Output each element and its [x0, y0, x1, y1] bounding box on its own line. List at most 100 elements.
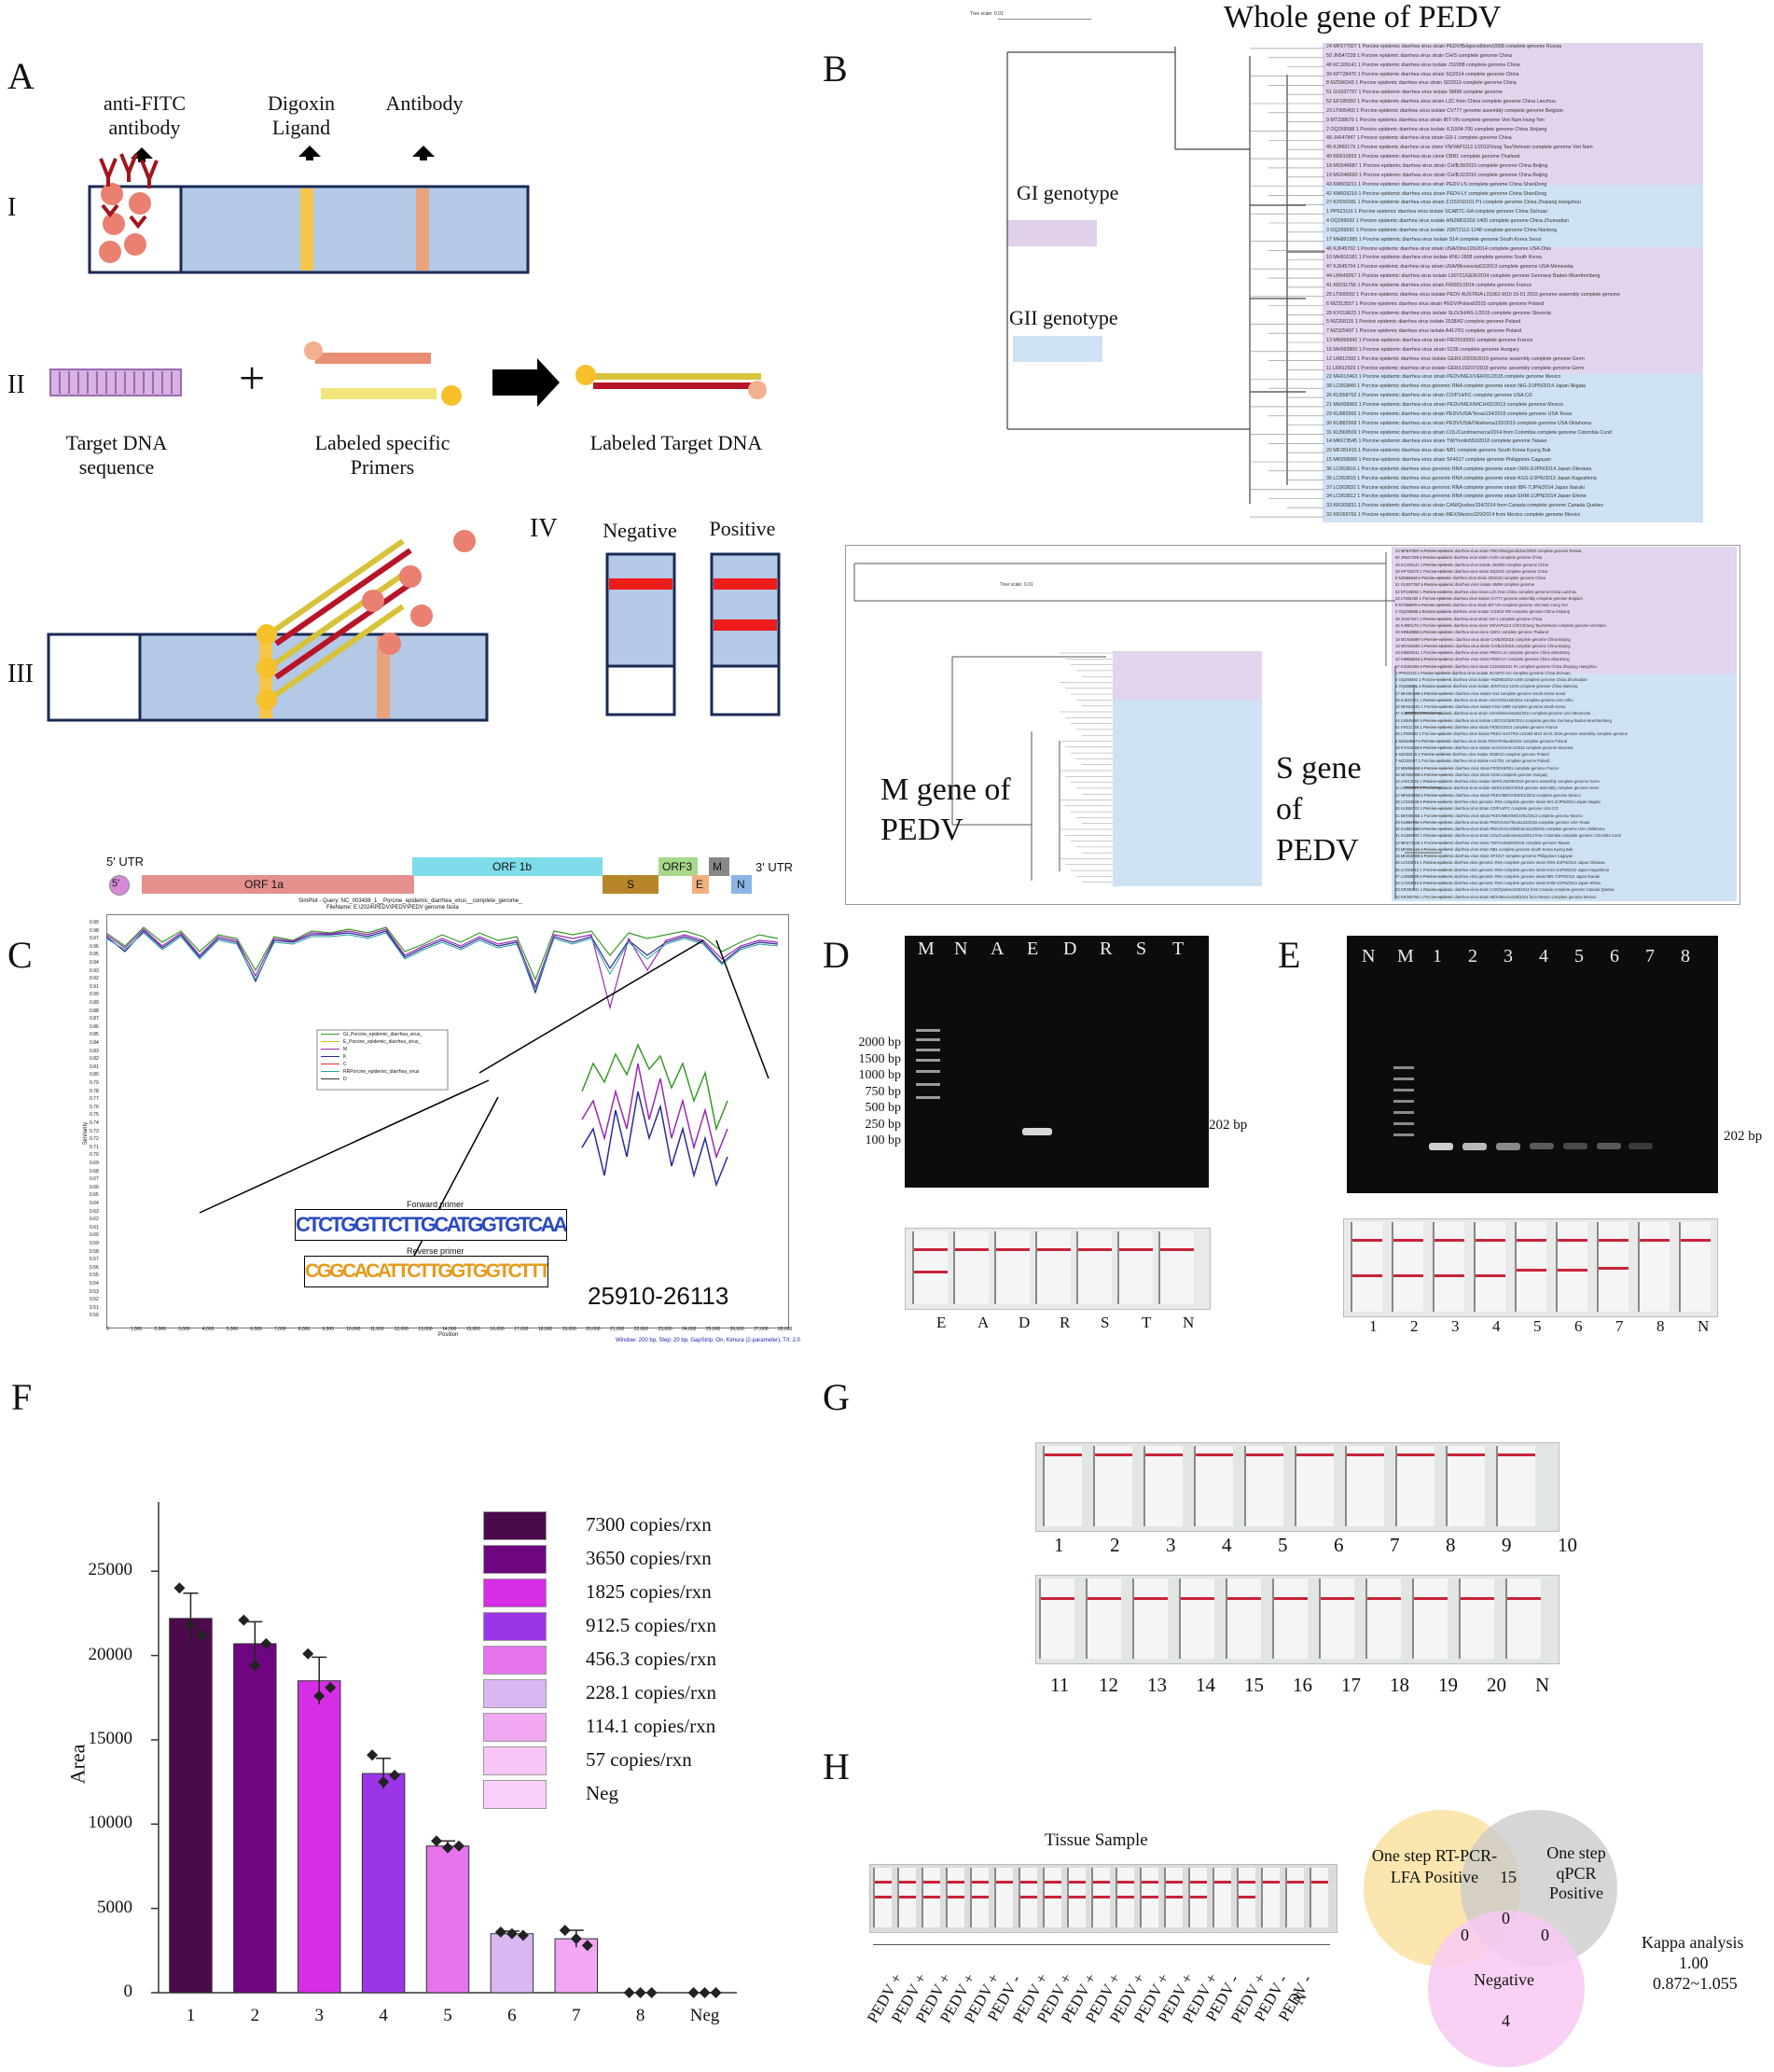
strip-label: 7 [1615, 1317, 1624, 1335]
whole-gene-gii-highlight-2 [1323, 373, 1703, 522]
simplot-y-tick: 0.65 [90, 1192, 99, 1199]
lfa-strip [994, 1231, 1030, 1304]
s-tree-leaf-label: 10 MH816181 1 Porcine epidemic diarrhea … [1395, 704, 1566, 710]
gi-genotype-label: GI genotype [1017, 181, 1119, 204]
lfa-strip [1237, 1868, 1255, 1927]
lfa-strip-band [1088, 1597, 1121, 1600]
bar-y-tick-label: 25000 [88, 1560, 133, 1580]
s-tree-leaf-label: 5 MZ268115 1 Porcine epidemic diarrhea v… [1395, 752, 1549, 758]
lfa-strip [897, 1868, 916, 1927]
lfa-strip [1345, 1446, 1384, 1526]
strip-label: 10 [1558, 1534, 1577, 1556]
simplot-x-tick: 14,000 [442, 1327, 457, 1332]
lfa-strip-band [1093, 1881, 1110, 1884]
gel-e-lane-label: 8 [1681, 946, 1690, 966]
gel-d-marker-label: 1000 bp [858, 1068, 902, 1082]
strip-label: 16 [1293, 1674, 1312, 1696]
lfa-strip-band [1166, 1896, 1183, 1898]
s-tree-leaf-label: 27 KX550281 1 Porcine epidemic diarrhea … [1395, 663, 1597, 669]
data-point-marker [699, 1987, 711, 1998]
m-gi-highlight [1113, 651, 1262, 700]
lfa-strip [1474, 1222, 1505, 1312]
lfa-strip-band [1045, 1453, 1082, 1456]
s-gene-label: S gene of PEDV [1276, 751, 1362, 869]
s-tree-leaf-label: 32 KR265766 1 Porcine epidemic diarrhea … [1395, 894, 1597, 899]
row-iii-label: III [7, 660, 34, 688]
simplot-y-tick: 0.62 [90, 1217, 99, 1223]
lfa-strip [1158, 1231, 1194, 1304]
gel-d-lane-label: N [954, 939, 968, 959]
genome-5prime-cap [109, 875, 130, 896]
simplot-x-tick: 4,000 [201, 1327, 215, 1332]
simplot-legend [316, 1029, 449, 1091]
tree-leaf-label: 50 JN547228 1 Porcine epidemic diarrhea … [1326, 52, 1513, 59]
simplot-y-tick: 0.64 [90, 1201, 99, 1206]
simplot-y-tick: 0.79 [90, 1080, 99, 1086]
tree-scale-label-2: Tree scale: 0.01 [1000, 582, 1033, 588]
strip-label: 6 [1334, 1534, 1344, 1556]
simplot-y-tick: 0.75 [90, 1112, 99, 1119]
simplot-line-purple [106, 928, 779, 1010]
simplot-y-tick: 0.59 [90, 1241, 99, 1246]
bar [169, 1618, 213, 1994]
lfa-strip-band [972, 1881, 989, 1884]
bar [233, 1643, 277, 1994]
orf1b-bar [412, 857, 603, 876]
lfa-strip-band [1239, 1896, 1255, 1898]
tree-leaf-label: 52 EF185992 1 Porcine epidemic diarrhea … [1326, 99, 1556, 105]
lfa-strip [1117, 1231, 1153, 1304]
forward-primer-seq: CTCTGGTTCTTGCATGGTGTCAAGATGGCTATTCTATGG [295, 1209, 567, 1241]
simplot-y-tick: 0.73 [90, 1128, 99, 1134]
simplot-legend-text: GI_Porcine_epidemic_diarrhea_virus_ [343, 1032, 423, 1037]
panel-letter-h: H [823, 1745, 850, 1787]
simplot-y-tick: 0.72 [90, 1136, 99, 1143]
gel-d [905, 936, 1209, 1188]
strip-label: N [1535, 1674, 1550, 1696]
utr5-label: 5' UTR [106, 855, 145, 869]
data-point-marker [389, 1769, 401, 1781]
region-label: 25910-26113 [588, 1282, 729, 1310]
lfa-strip [922, 1868, 940, 1927]
whole-gene-gii-highlight [1323, 185, 1703, 247]
gel-e-lane-label: 1 [1433, 946, 1442, 966]
legend-text: 57 copies/rxn [586, 1748, 692, 1771]
tree-leaf-label: 9 MT338679 1 Porcine epidemic diarrhea v… [1326, 117, 1545, 123]
up-arrow-icons [131, 146, 435, 162]
lfa-strip [1043, 1446, 1082, 1526]
tree-leaf-label: 23 LT905450 1 Porcine epidemic diarrhea … [1326, 107, 1563, 114]
s-tree-leaf-label: 33 KR265831 1 Porcine epidemic diarrhea … [1395, 887, 1615, 893]
tree-leaf-label: 1 PP623116 1 Porcine epidemic diarrhea v… [1326, 209, 1548, 216]
row-iv-label: IV [530, 514, 558, 543]
bar-x-tick-label: Neg [689, 2006, 720, 2025]
gel-d-bands [916, 1029, 1052, 1135]
lfa-strip-band [875, 1896, 892, 1898]
data-point-marker [302, 1648, 314, 1660]
lfa-strip-band [1093, 1896, 1110, 1898]
legend-swatch [483, 1578, 547, 1607]
utr3-label: 3' UTR [755, 860, 794, 874]
simplot-y-tick: 0.66 [90, 1184, 99, 1190]
s-tree-leaf-label: 22 MH013463 1 Porcine epidemic diarrhea … [1395, 792, 1581, 798]
lfa-strip-band [1227, 1597, 1261, 1600]
tree-leaf-label: 34 LC063812 1 Porcine epidemic diarrhea … [1326, 494, 1587, 500]
simplot-x-tick: 3,000 [178, 1327, 190, 1332]
tree-leaf-label: 40 KR610993 1 Porcine epidemic diarrhea … [1326, 154, 1520, 160]
data-point-marker [506, 1927, 518, 1940]
lfa-strip-band [1599, 1267, 1628, 1270]
tree-leaf-label: 5 MZ268115 1 Porcine epidemic diarrhea v… [1326, 319, 1521, 326]
lfa-strip-band [1020, 1881, 1037, 1884]
whole-gene-gi-highlight-2 [1323, 247, 1703, 373]
simplot-legend-swatch [321, 1049, 340, 1050]
simplot-line-teal [106, 932, 779, 991]
lfa-strip [1213, 1868, 1231, 1927]
lfa-strip [1164, 1868, 1183, 1927]
simplot-y-tick: 0.94 [90, 960, 99, 966]
gel-e-lane-label: 2 [1468, 946, 1477, 966]
strip-label: 1 [1054, 1534, 1064, 1556]
lfa-strip-band [1119, 1248, 1153, 1251]
lfa-strip-band [1681, 1239, 1711, 1242]
lfa-strip [1261, 1868, 1280, 1927]
gel-d-marker-label: 500 bp [865, 1101, 902, 1115]
